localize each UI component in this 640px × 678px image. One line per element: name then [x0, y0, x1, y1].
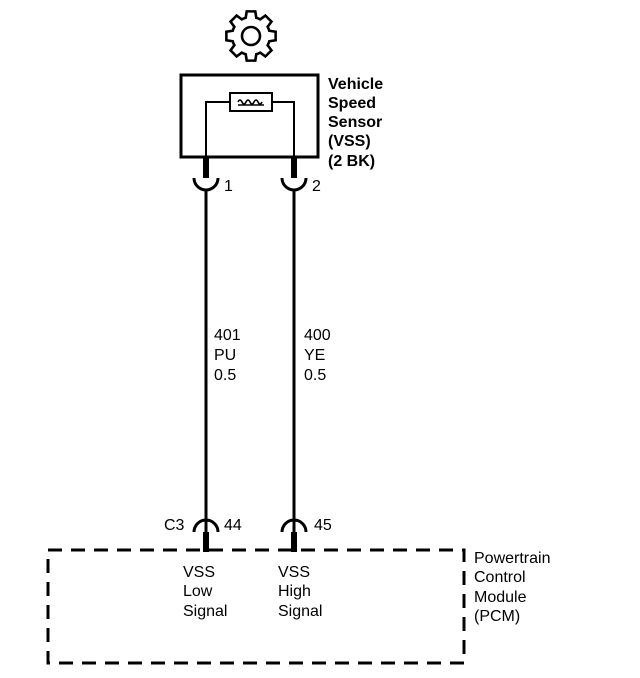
sensor-label-line: Vehicle: [328, 76, 383, 93]
sensor-element: [229, 92, 273, 112]
signal-high-label: VSS High Signal: [278, 564, 322, 620]
sensor-box: [179, 73, 320, 159]
pcm-pin-44-label: 44: [224, 517, 242, 534]
wire-400-color: YE: [304, 347, 325, 364]
signal-low-label: VSS Low Signal: [183, 564, 227, 620]
sensor-label-line: Speed: [328, 95, 376, 112]
gear-hub: [240, 25, 262, 47]
wire-400-circuit: 400: [304, 327, 331, 344]
connector-cup-sensor-pin-2: [280, 177, 308, 192]
sensor-label-line: (2 BK): [328, 153, 375, 170]
gear-icon: [225, 10, 277, 62]
sensor-element-wave: [237, 99, 263, 105]
signal-low-line: Low: [183, 583, 213, 600]
pcm-label: Powertrain Control Module (PCM): [474, 550, 555, 625]
sensor-label-line: Sensor: [328, 114, 382, 131]
pcm-label-line: Control: [474, 569, 526, 586]
wire-401-gauge: 0.5: [214, 367, 236, 384]
connector-cup-pcm-pin-44: [192, 518, 220, 533]
pcm-module-box: [46, 548, 466, 665]
pcm-label-line: (PCM): [474, 608, 520, 625]
signal-high-line: High: [278, 583, 311, 600]
wire-401-circuit: 401: [214, 327, 241, 344]
signal-low-line: Signal: [183, 603, 227, 620]
pcm-pin-45-label: 45: [314, 517, 332, 534]
pcm-label-line: Powertrain: [474, 550, 550, 567]
sensor-pin-1-label: 1: [224, 178, 233, 195]
sensor-lead-left: [205, 101, 230, 157]
connector-cup-pcm-pin-45: [280, 518, 308, 533]
sensor-pin-2-label: 2: [312, 178, 321, 195]
signal-high-line: VSS: [278, 564, 310, 581]
wire-400-label: 400 YE 0.5: [304, 327, 335, 384]
sensor-label-line: (VSS): [328, 133, 371, 150]
gear-outline: [225, 10, 277, 62]
signal-high-line: Signal: [278, 603, 322, 620]
pcm-label-line: Module: [474, 589, 527, 606]
signal-low-line: VSS: [183, 564, 215, 581]
wire-400-gauge: 0.5: [304, 367, 326, 384]
sensor-lead-right: [272, 101, 295, 157]
pcm-connector-label: C3: [164, 517, 185, 534]
connector-cup-sensor-pin-1: [192, 177, 220, 192]
wire-401-color: PU: [214, 347, 236, 364]
sensor-label: Vehicle Speed Sensor (VSS) (2 BK): [328, 76, 388, 170]
wire-401-label: 401 PU 0.5: [214, 327, 245, 384]
